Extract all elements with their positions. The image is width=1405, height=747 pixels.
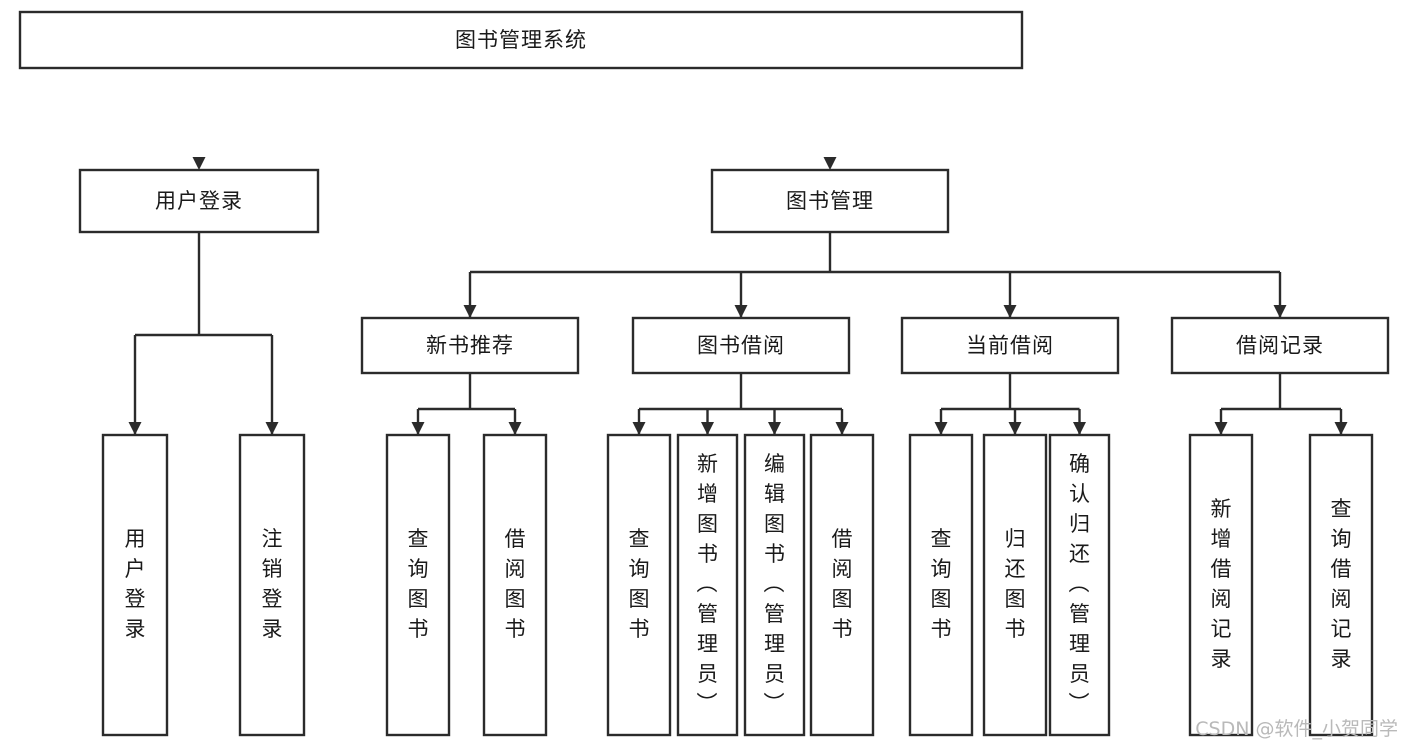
node-borrow-record[interactable]: 借阅记录 (1170, 316, 1390, 375)
arrow-head (508, 422, 522, 435)
arrow-head (934, 422, 948, 435)
node-box-current-query-book[interactable] (908, 433, 974, 737)
node-label-new-book-recommend: 新书推荐 (426, 334, 514, 358)
arrow-head (411, 422, 425, 435)
arrow-head (1214, 422, 1228, 435)
node-new-book-recommend[interactable]: 新书推荐 (360, 316, 580, 375)
arrow-head (835, 422, 849, 435)
node-box-book-manage[interactable] (710, 168, 950, 234)
node-current-return-book[interactable]: 归还图书 (982, 433, 1048, 737)
node-box-user-login[interactable] (78, 168, 320, 234)
node-label-record-query: 查询借阅记录 (1331, 497, 1352, 671)
node-record-query[interactable]: 查询借阅记录 (1308, 433, 1374, 737)
node-recommend-borrow-book[interactable]: 借阅图书 (482, 433, 548, 737)
node-label-current-query-book: 查询图书 (931, 527, 952, 641)
node-borrow-add-book[interactable]: 新增图书（管理员） (676, 433, 739, 737)
node-label-book-manage: 图书管理 (786, 189, 874, 213)
node-box-current-confirm-return[interactable] (1048, 433, 1111, 737)
node-current-borrow[interactable]: 当前借阅 (900, 316, 1120, 375)
node-box-new-book-recommend[interactable] (360, 316, 580, 375)
node-box-book-borrow[interactable] (631, 316, 851, 375)
arrow-head (463, 305, 477, 318)
node-box-borrow-query-book[interactable] (606, 433, 672, 737)
arrow-head (823, 157, 837, 170)
node-box-record-query[interactable] (1308, 433, 1374, 737)
node-label-user-login: 用户登录 (155, 189, 243, 213)
arrow-head (701, 422, 714, 435)
node-recommend-query-book[interactable]: 查询图书 (385, 433, 451, 737)
node-borrow-edit-book[interactable]: 编辑图书（管理员） (743, 433, 806, 737)
node-box-root[interactable] (18, 10, 1024, 70)
node-book-manage[interactable]: 图书管理 (710, 168, 950, 234)
node-label-borrow-record: 借阅记录 (1236, 334, 1324, 358)
node-box-recommend-query-book[interactable] (385, 433, 451, 737)
node-user-logout-action[interactable]: 注销登录 (238, 433, 306, 737)
node-label-current-confirm-return: 确认归还（管理员） (1069, 452, 1091, 716)
node-label-current-return-book: 归还图书 (1005, 527, 1026, 641)
node-label-user-login-action: 用户登录 (125, 527, 146, 641)
arrow-head (768, 422, 781, 435)
node-label-root: 图书管理系统 (455, 28, 587, 52)
node-user-login[interactable]: 用户登录 (78, 168, 320, 234)
node-label-borrow-query-book: 查询图书 (629, 527, 650, 641)
node-current-query-book[interactable]: 查询图书 (908, 433, 974, 737)
node-label-borrow-edit-book: 编辑图书（管理员） (764, 452, 786, 716)
node-label-current-borrow: 当前借阅 (966, 334, 1054, 358)
node-label-borrow-add-book: 新增图书（管理员） (697, 452, 719, 716)
node-box-current-borrow[interactable] (900, 316, 1120, 375)
node-label-record-add: 新增借阅记录 (1211, 497, 1232, 671)
arrow-head (1334, 422, 1348, 435)
arrow-head (265, 422, 279, 435)
node-box-borrow-add-book[interactable] (676, 433, 739, 737)
arrow-head (128, 422, 142, 435)
node-label-book-borrow: 图书借阅 (697, 334, 785, 358)
node-label-borrow-borrow-book: 借阅图书 (832, 527, 853, 641)
node-record-add[interactable]: 新增借阅记录 (1188, 433, 1254, 737)
node-label-recommend-query-book: 查询图书 (408, 527, 429, 641)
node-box-user-logout-action[interactable] (238, 433, 306, 737)
node-box-record-add[interactable] (1188, 433, 1254, 737)
arrow-head (1003, 305, 1017, 318)
node-box-borrow-borrow-book[interactable] (809, 433, 875, 737)
node-box-borrow-record[interactable] (1170, 316, 1390, 375)
arrow-head (734, 305, 748, 318)
connector-layer (129, 68, 1348, 435)
arrow-head (1273, 305, 1287, 318)
node-layer: 图书管理系统用户登录用户登录注销登录图书管理新书推荐查询图书借阅图书图书借阅查询… (18, 10, 1390, 737)
arrow-head (1008, 422, 1022, 435)
node-box-borrow-edit-book[interactable] (743, 433, 806, 737)
arrow-head (632, 422, 646, 435)
node-root[interactable]: 图书管理系统 (18, 10, 1024, 70)
csdn-watermark: CSDN @软件_小贺同学 (1195, 718, 1398, 740)
node-current-confirm-return[interactable]: 确认归还（管理员） (1048, 433, 1111, 737)
node-label-recommend-borrow-book: 借阅图书 (505, 527, 526, 641)
node-user-login-action[interactable]: 用户登录 (101, 433, 169, 737)
arrow-head (192, 157, 206, 170)
node-borrow-borrow-book[interactable]: 借阅图书 (809, 433, 875, 737)
node-box-current-return-book[interactable] (982, 433, 1048, 737)
node-box-recommend-borrow-book[interactable] (482, 433, 548, 737)
node-label-user-logout-action: 注销登录 (262, 527, 283, 641)
arrow-head (1073, 422, 1086, 435)
node-box-user-login-action[interactable] (101, 433, 169, 737)
node-book-borrow[interactable]: 图书借阅 (631, 316, 851, 375)
node-borrow-query-book[interactable]: 查询图书 (606, 433, 672, 737)
